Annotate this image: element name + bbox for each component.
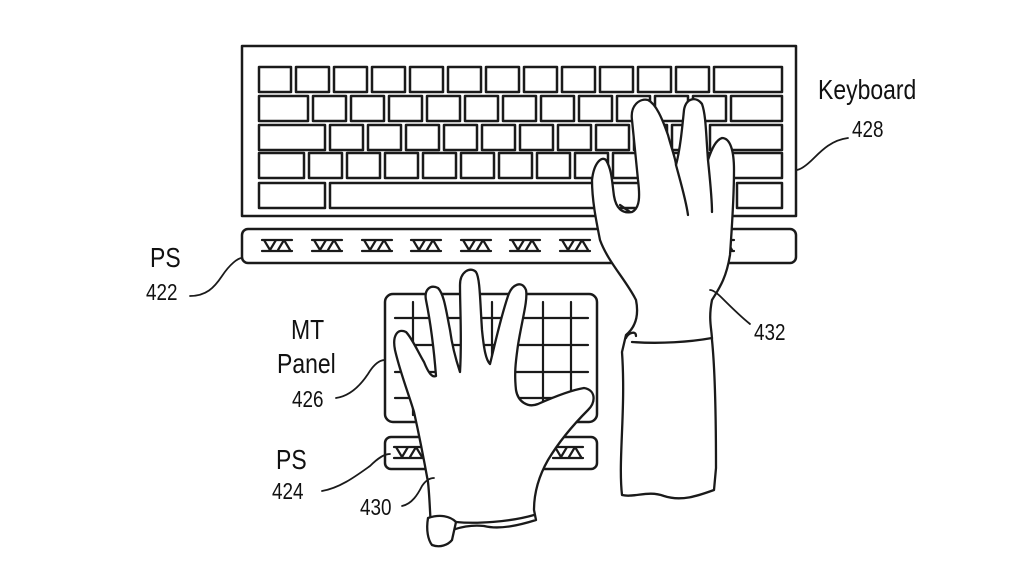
- mt-panel-label-line2: Panel: [277, 348, 336, 379]
- leader-lines: [189, 137, 849, 507]
- mt-panel-ref: 426: [292, 386, 324, 412]
- right-hand-ref: 432: [754, 319, 786, 345]
- keyboard-label: Keyboard: [818, 74, 917, 105]
- ps-424-ref: 424: [272, 478, 304, 504]
- left-hand: [393, 268, 595, 548]
- keyboard-ref: 428: [852, 116, 884, 142]
- leader-ps-422: [189, 257, 243, 297]
- ps-422-label: PS: [150, 242, 181, 273]
- mt-panel-label-line1: MT: [291, 314, 325, 345]
- ps-424-label: PS: [276, 444, 307, 475]
- leader-left-hand: [401, 477, 435, 507]
- leader-mt-panel: [335, 359, 386, 399]
- leader-keyboard: [795, 137, 849, 171]
- left-hand-ref: 430: [360, 494, 392, 520]
- right-hand: [590, 98, 736, 500]
- ps-422-ref: 422: [146, 279, 178, 305]
- leader-ps-424: [321, 453, 391, 492]
- leader-right-hand: [709, 289, 751, 325]
